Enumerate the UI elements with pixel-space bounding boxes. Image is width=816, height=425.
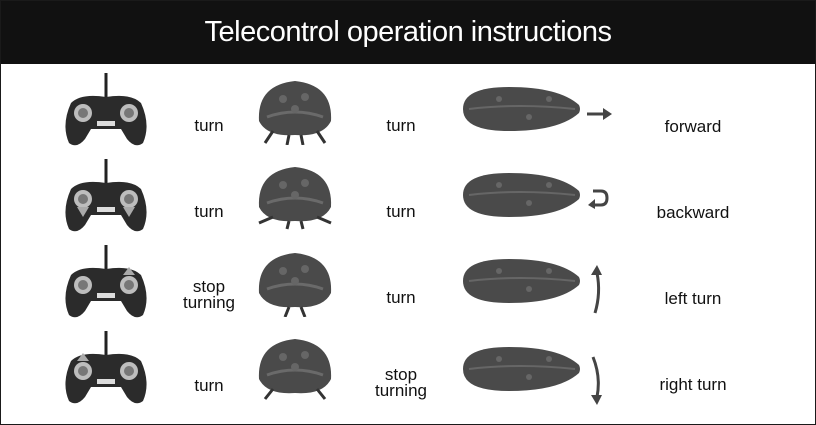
right-arrow-icon <box>587 107 613 121</box>
curve-up-arrow-icon <box>589 265 605 315</box>
left-label: turn <box>194 202 224 221</box>
direction-label: backward <box>656 203 730 222</box>
remote-controller-icon <box>61 73 151 149</box>
instruction-row-left-turn: stop turning turn left turn <box>1 243 815 329</box>
gecko-rear-view-icon <box>253 77 337 145</box>
instruction-row-forward: turn turn forward <box>1 71 815 157</box>
gecko-rear-view-icon <box>253 163 337 231</box>
instruction-row-right-turn: turn stop turning rig <box>1 329 815 415</box>
gecko-top-view-icon <box>459 343 583 395</box>
instruction-row-backward: turn turn backward <box>1 157 815 243</box>
direction-label: right turn <box>659 375 727 394</box>
mid-label: stop turning <box>369 365 433 400</box>
mid-label: turn <box>386 116 416 135</box>
left-label: turn <box>194 116 224 135</box>
mid-label: turn <box>386 202 416 221</box>
gecko-top-view-icon <box>459 169 583 221</box>
remote-controller-icon <box>61 245 151 321</box>
left-label-line-2: turning <box>183 293 235 312</box>
gecko-top-view-icon <box>459 83 583 135</box>
gecko-top-view-icon <box>459 255 583 307</box>
u-turn-arrow-icon <box>587 187 609 209</box>
gecko-rear-view-icon <box>253 335 337 403</box>
gecko-rear-view-icon <box>253 249 337 317</box>
left-label: stop turning <box>177 277 241 312</box>
mid-label: turn <box>386 288 416 307</box>
left-label-line-1: stop <box>192 277 226 296</box>
direction-label: forward <box>664 117 722 136</box>
mid-label-line-1: stop <box>384 365 418 384</box>
left-label: turn <box>194 376 224 395</box>
remote-controller-icon <box>61 331 151 407</box>
page-title: Telecontrol operation instructions <box>1 1 815 64</box>
curve-down-arrow-icon <box>589 355 605 405</box>
remote-controller-icon <box>61 159 151 235</box>
direction-label: left turn <box>664 289 722 308</box>
mid-label-line-2: turning <box>375 381 427 400</box>
